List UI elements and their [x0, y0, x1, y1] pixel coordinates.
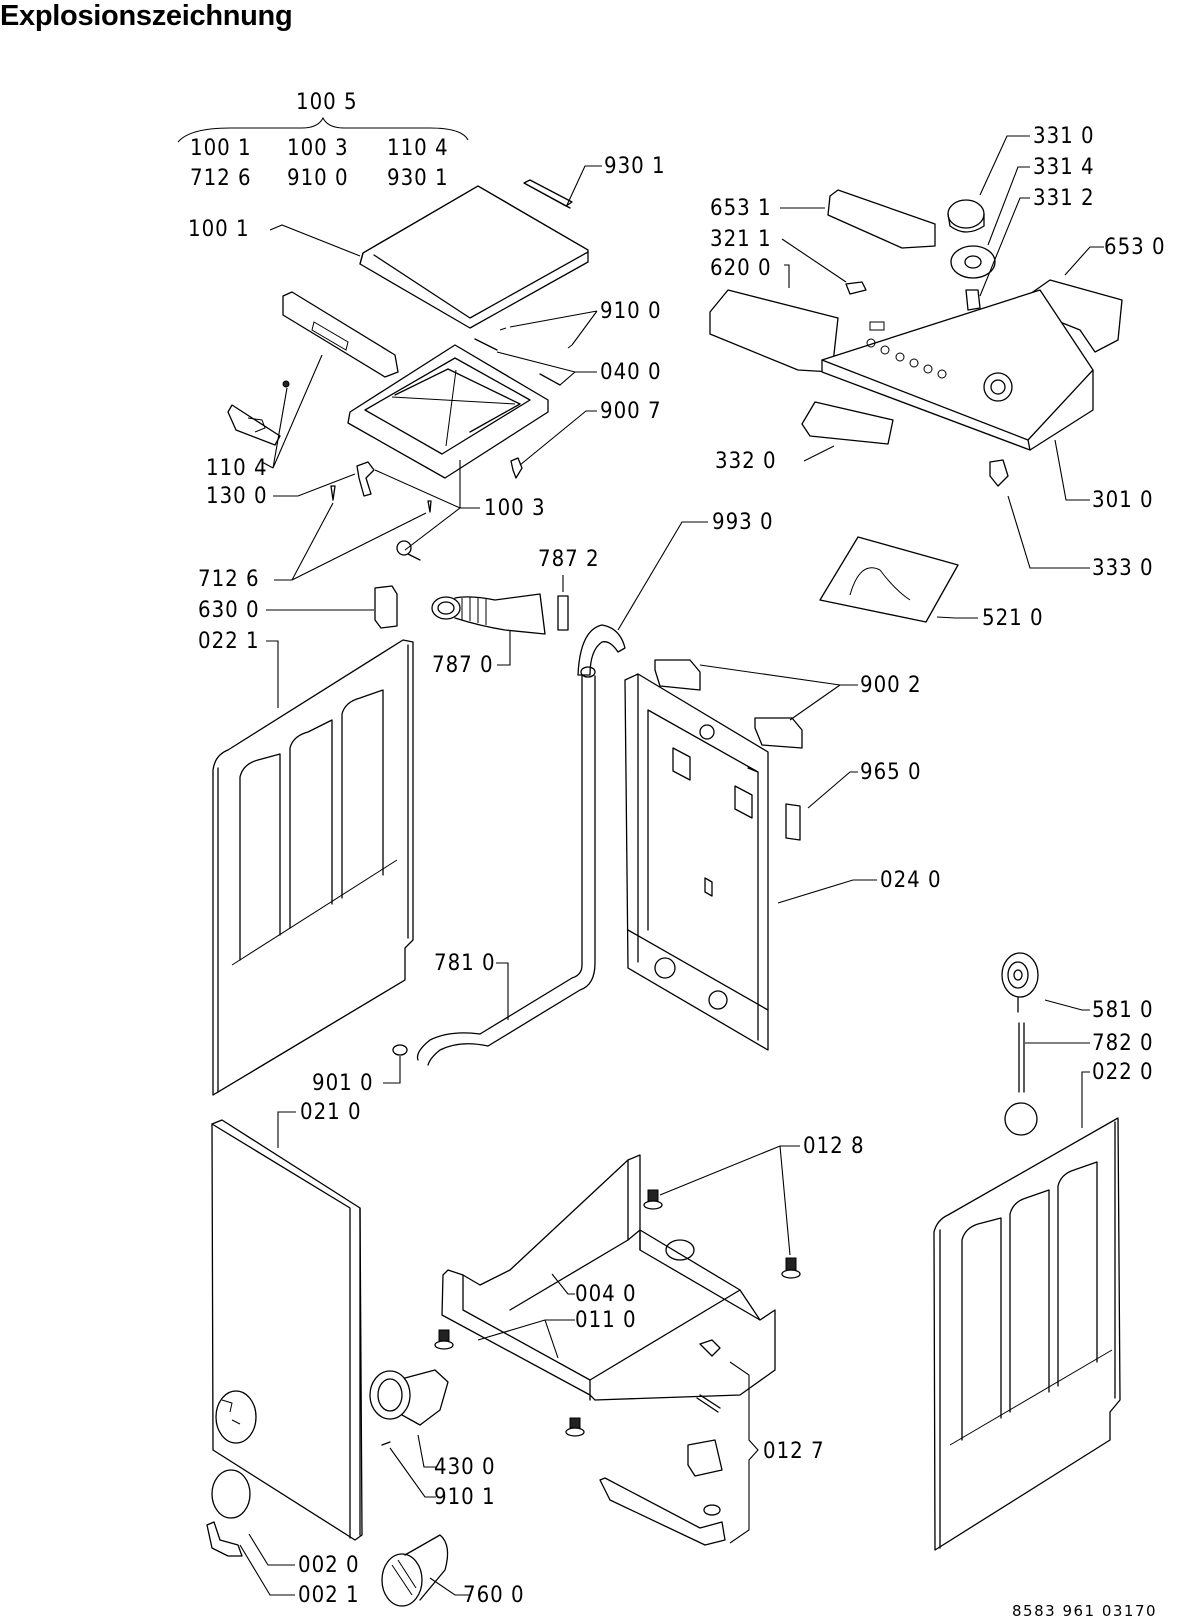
- part-filter: [381, 1534, 449, 1607]
- part-321-1: [845, 281, 867, 295]
- label-040-0: 040 0: [600, 360, 662, 385]
- part-521-0: [819, 536, 959, 623]
- part-pump: [369, 1369, 449, 1426]
- label-521-0: 521 0: [982, 606, 1044, 631]
- part-653-1: [827, 189, 936, 249]
- label-653-1: 653 1: [710, 196, 772, 221]
- label-910-1: 910 1: [434, 1485, 496, 1510]
- group-member: 100 1: [190, 136, 252, 161]
- label-900-2: 900 2: [860, 673, 922, 698]
- part-knob: [947, 199, 996, 311]
- label-002-1: 002 1: [298, 1583, 360, 1608]
- part-elbow: [577, 624, 626, 676]
- label-331-4: 331 4: [1033, 155, 1095, 180]
- page-title: Explosionszeichnung: [0, 0, 293, 32]
- part-drain-hose: [416, 666, 596, 1066]
- label-653-0: 653 0: [1104, 235, 1166, 260]
- label-301-0: 301 0: [1092, 488, 1154, 513]
- label-781-0: 781 0: [434, 951, 496, 976]
- part-hinge: [356, 461, 375, 497]
- label-901-0: 901 0: [312, 1071, 374, 1096]
- part-spring: [396, 540, 412, 556]
- group-header: 100 5: [296, 90, 358, 115]
- part-900-7: [510, 457, 523, 479]
- label-620-0: 620 0: [710, 256, 772, 281]
- label-100-1: 100 1: [188, 217, 250, 242]
- part-button-strip: [801, 401, 894, 445]
- part-feet: [434, 1189, 801, 1437]
- label-110-4: 110 4: [206, 456, 268, 481]
- group-member: 110 4: [387, 136, 449, 161]
- label-787-0: 787 0: [432, 653, 494, 678]
- label-333-0: 333 0: [1092, 556, 1154, 581]
- part-333-0: [989, 459, 1009, 487]
- label-331-0: 331 0: [1033, 124, 1095, 149]
- part-rod-782: [1018, 1022, 1025, 1093]
- part-rod: [474, 338, 561, 386]
- label-782-0: 782 0: [1092, 1031, 1154, 1056]
- part-012-7-group: [599, 1339, 726, 1546]
- part-ball: [1004, 1102, 1038, 1136]
- label-787-2: 787 2: [538, 547, 600, 572]
- part-flap: [211, 1469, 251, 1519]
- label-930-1: 930 1: [604, 154, 666, 179]
- group-member: 100 3: [287, 136, 349, 161]
- part-back-panel: [624, 673, 769, 1051]
- label-012-7: 012 7: [763, 1439, 825, 1464]
- label-100-3: 100 3: [484, 496, 546, 521]
- part-screw: [282, 380, 290, 388]
- part-front-panel: [211, 1119, 363, 1541]
- label-002-0: 002 0: [298, 1553, 360, 1578]
- part-787-2: [557, 595, 569, 631]
- group-member: 930 1: [387, 166, 449, 191]
- part-side-panel-right: [933, 1117, 1121, 1551]
- part-control-panel: [821, 289, 1094, 451]
- label-130-0: 130 0: [206, 484, 268, 509]
- label-993-0: 993 0: [712, 510, 774, 535]
- part-pulley: [1001, 952, 1039, 1013]
- part-630-0: [374, 585, 398, 629]
- label-011-0: 011 0: [575, 1308, 637, 1333]
- label-022-1: 022 1: [198, 629, 260, 654]
- part-strip-930-1: [523, 179, 573, 209]
- group-member: 910 0: [287, 166, 349, 191]
- part-side-panel-left: [212, 639, 414, 1096]
- part-flap-latch: [206, 1521, 243, 1557]
- part-handle: [227, 404, 281, 446]
- label-332-0: 332 0: [715, 449, 777, 474]
- document-code: 8583 961 03170: [1012, 1602, 1157, 1620]
- label-900-7: 900 7: [600, 399, 662, 424]
- part-965-0: [785, 803, 801, 841]
- part-clamp: [392, 1044, 408, 1056]
- label-430-0: 430 0: [434, 1455, 496, 1480]
- label-331-2: 331 2: [1033, 186, 1095, 211]
- part-bellows-hose: [431, 593, 546, 635]
- label-022-0: 022 0: [1092, 1060, 1154, 1085]
- label-630-0: 630 0: [198, 598, 260, 623]
- label-024-0: 024 0: [880, 868, 942, 893]
- part-lid: [359, 185, 589, 329]
- label-581-0: 581 0: [1092, 998, 1154, 1023]
- part-front-trim: [282, 291, 399, 378]
- label-012-8: 012 8: [803, 1134, 865, 1159]
- label-021-0: 021 0: [300, 1100, 362, 1125]
- label-712-6: 712 6: [198, 567, 260, 592]
- label-004-0: 004 0: [575, 1282, 637, 1307]
- label-965-0: 965 0: [860, 760, 922, 785]
- group-label-100-5: 100 5 100 1 100 3 110 4 712 6 910 0 930 …: [177, 90, 469, 191]
- part-top-frame: [347, 344, 549, 479]
- group-brace: [177, 116, 469, 143]
- label-321-1: 321 1: [710, 227, 772, 252]
- group-member: 712 6: [190, 166, 252, 191]
- label-910-0: 910 0: [600, 299, 662, 324]
- part-base-frame: [441, 1154, 776, 1401]
- part-620-0: [709, 289, 839, 373]
- label-760-0: 760 0: [463, 1583, 525, 1608]
